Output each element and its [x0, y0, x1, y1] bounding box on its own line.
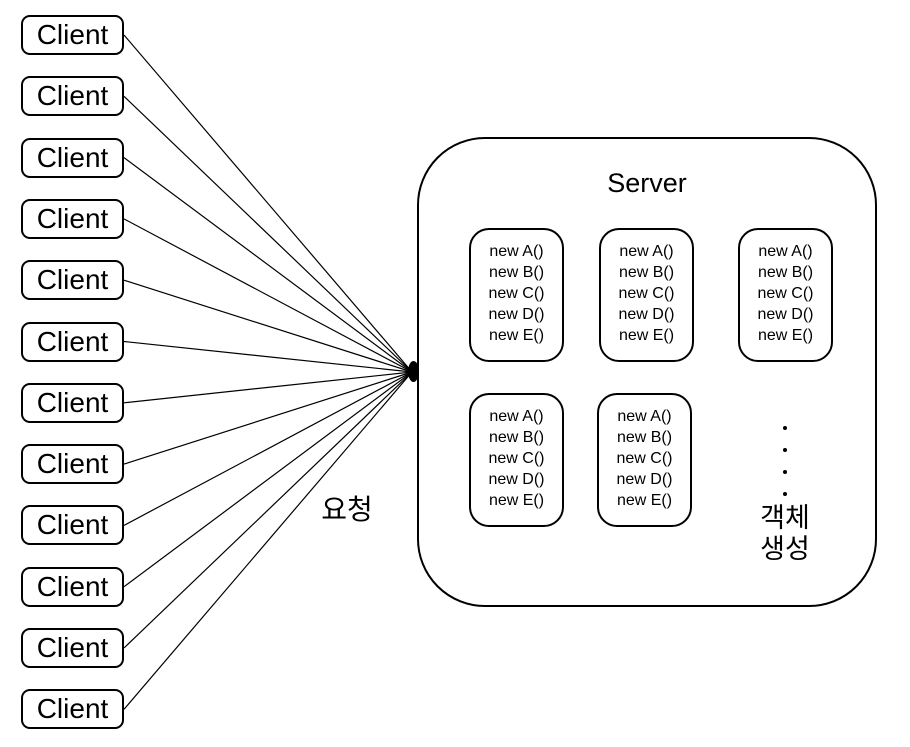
object-creation-label-line1: 객체	[760, 503, 810, 533]
object-instantiation-line: new A()	[489, 243, 544, 260]
object-instantiation-line: new D()	[757, 306, 814, 323]
object-creation-label-line2: 생성	[760, 534, 810, 564]
object-instantiation-line: new B()	[616, 429, 673, 446]
object-instantiation-line: new D()	[616, 471, 673, 488]
client-box: Client	[21, 689, 124, 730]
client-box: Client	[21, 76, 124, 117]
object-instantiation-line: new D()	[488, 471, 545, 488]
ellipsis-dots	[783, 426, 787, 514]
object-instantiation-line: new D()	[488, 306, 545, 323]
request-line	[123, 340, 413, 373]
client-box: Client	[21, 137, 124, 178]
object-instantiation-line: new A()	[619, 243, 674, 260]
object-instantiation-line: new C()	[757, 285, 814, 302]
object-instantiation-line: new C()	[618, 285, 675, 302]
object-instantiation-line: new E()	[488, 327, 545, 344]
object-instantiation-line: new C()	[616, 450, 673, 467]
client-box: Client	[21, 321, 124, 362]
client-box: Client	[21, 505, 124, 546]
object-creation-box: new A() new B() new C() new D() new E()	[599, 228, 694, 362]
object-instantiation-line: new E()	[488, 492, 545, 509]
request-line	[123, 95, 413, 373]
object-instantiation-line: new E()	[616, 492, 673, 509]
request-line	[123, 371, 413, 649]
client-box: Client	[21, 628, 124, 668]
object-instantiation-line: new A()	[617, 408, 672, 425]
request-line	[123, 371, 413, 465]
object-instantiation-line: new B()	[618, 264, 675, 281]
ellipsis-dot	[783, 470, 787, 474]
object-instantiation-line: new B()	[757, 264, 814, 281]
object-creation-box: new A() new B() new C() new D() new E()	[597, 393, 692, 527]
client-box: Client	[21, 15, 124, 55]
object-creation-label: 객체 생성	[715, 503, 855, 565]
ellipsis-dot	[783, 492, 787, 496]
object-instantiation-line: new D()	[618, 306, 675, 323]
object-instantiation-line: new B()	[488, 264, 545, 281]
request-line	[123, 157, 413, 373]
object-instantiation-line: new E()	[618, 327, 675, 344]
object-instantiation-line: new A()	[758, 243, 813, 260]
object-instantiation-line: new C()	[488, 285, 545, 302]
client-box: Client	[21, 566, 124, 607]
request-line	[123, 371, 413, 404]
request-line	[123, 279, 413, 373]
convergence-point	[408, 361, 419, 382]
request-line	[123, 34, 413, 373]
object-instantiation-line: new B()	[488, 429, 545, 446]
object-creation-box: new A() new B() new C() new D() new E()	[469, 228, 564, 362]
request-label: 요청	[321, 494, 373, 525]
client-box: Client	[21, 198, 124, 239]
request-line	[123, 371, 413, 588]
ellipsis-dot	[783, 448, 787, 452]
object-instantiation-line: new A()	[489, 408, 544, 425]
request-line	[123, 218, 413, 373]
request-line	[123, 371, 413, 526]
request-line	[123, 371, 413, 710]
client-box: Client	[21, 260, 124, 301]
client-box: Client	[21, 444, 124, 485]
ellipsis-dot	[783, 426, 787, 430]
server-title: Server	[607, 168, 687, 198]
object-creation-box: new A() new B() new C() new D() new E()	[738, 228, 833, 362]
object-instantiation-line: new E()	[757, 327, 814, 344]
client-box: Client	[21, 382, 124, 423]
object-creation-box: new A() new B() new C() new D() new E()	[469, 393, 564, 527]
object-instantiation-line: new C()	[488, 450, 545, 467]
